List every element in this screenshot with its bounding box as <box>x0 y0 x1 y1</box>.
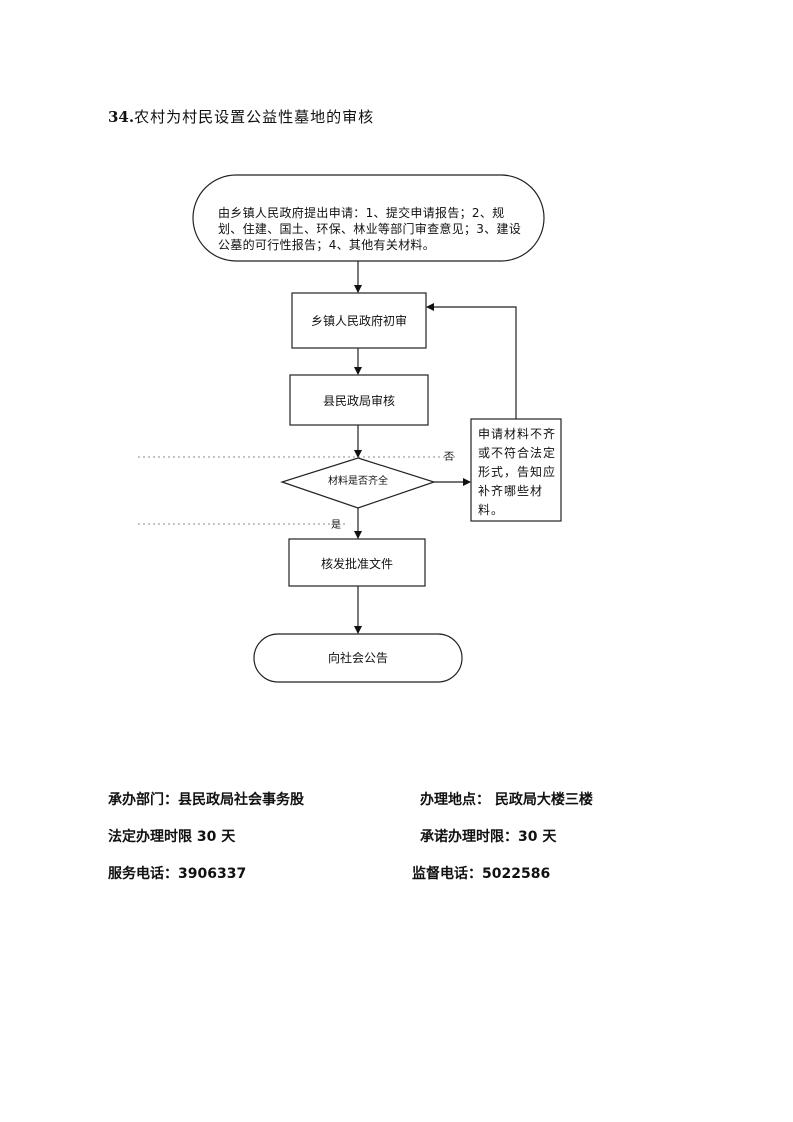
yes-label: 是 <box>331 520 341 531</box>
no-label: 否 <box>444 452 454 463</box>
step2-text: 县民政局审核 <box>322 394 395 408</box>
step3-box <box>288 538 426 587</box>
location-info: 办理地点： 民政局大楼三楼 <box>420 792 593 808</box>
title-text: 农村为村民设置公益性墓地的审核 <box>134 108 375 126</box>
legal-limit-info: 法定办理时限 30 天 <box>108 829 236 845</box>
step1-box <box>291 292 427 349</box>
service-phone-info: 服务电话：3906337 <box>108 866 247 882</box>
arrow-side-step1 <box>426 303 517 419</box>
step3-text: 核发批准文件 <box>320 557 393 571</box>
title-number: 34. <box>108 108 135 126</box>
end-node-shape <box>253 633 463 683</box>
side-box-text: 申请材料不齐或不符合法定形式，告知应补齐哪些材料。 <box>478 427 557 517</box>
step2-box <box>289 374 429 426</box>
step1-text: 乡镇人民政府初审 <box>310 314 407 328</box>
supervise-phone-info: 监督电话：5022586 <box>412 866 551 882</box>
page-title: 34.农村为村民设置公益性墓地的审核 <box>108 106 374 127</box>
promise-limit-info: 承诺办理时限：30 天 <box>420 829 557 845</box>
decision-text: 材料是否齐全 <box>328 476 388 487</box>
start-node-shape <box>192 174 545 262</box>
dept-info: 承办部门：县民政局社会事务股 <box>108 792 304 808</box>
start-node-text: 由乡镇人民政府提出申请：1、提交申请报告；2、规划、住建、国土、环保、林业等部门… <box>218 206 522 252</box>
end-node-text: 向社会公告 <box>327 651 388 665</box>
